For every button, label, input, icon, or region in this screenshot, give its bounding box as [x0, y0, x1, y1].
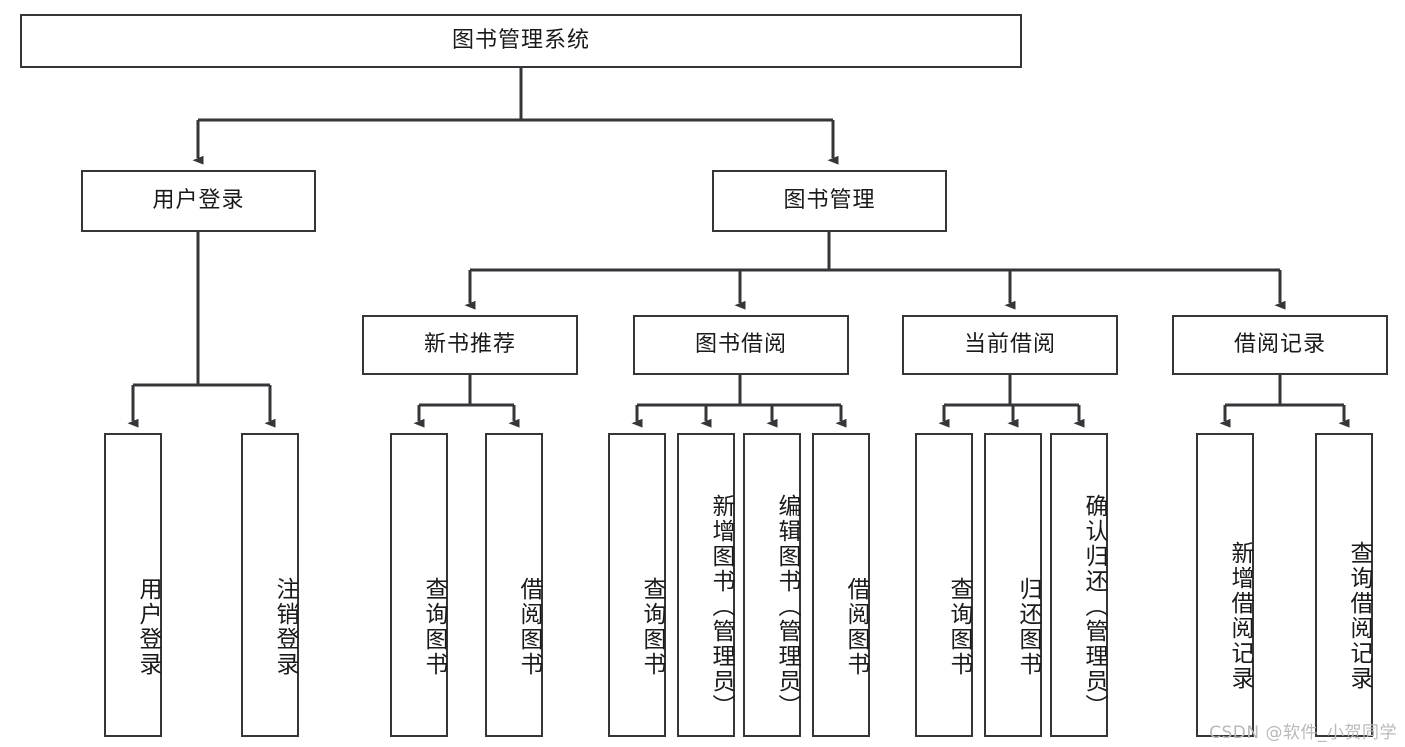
leaf-add-borrow-record[interactable]: 新增借阅记录 [1196, 433, 1254, 737]
leaf-query-book-current[interactable]: 查询图书 [915, 433, 973, 737]
node-book-borrow[interactable]: 图书借阅 [633, 315, 849, 375]
node-borrow-record[interactable]: 借阅记录 [1172, 315, 1388, 375]
leaf-query-book-borrow[interactable]: 查询图书 [608, 433, 666, 737]
leaf-edit-book-admin[interactable]: 编辑图书（管理员） [743, 433, 801, 737]
node-user-login[interactable]: 用户登录 [81, 170, 316, 232]
watermark-text: CSDN @软件_小贺同学 [1209, 723, 1397, 743]
leaf-borrow-book-recommend[interactable]: 借阅图书 [485, 433, 543, 737]
leaf-logout[interactable]: 注销登录 [241, 433, 299, 737]
node-current-borrow[interactable]: 当前借阅 [902, 315, 1118, 375]
leaf-user-login[interactable]: 用户登录 [104, 433, 162, 737]
leaf-add-book-admin[interactable]: 新增图书（管理员） [677, 433, 735, 737]
leaf-query-borrow-record[interactable]: 查询借阅记录 [1315, 433, 1373, 737]
leaf-confirm-return-admin[interactable]: 确认归还（管理员） [1050, 433, 1108, 737]
node-book-management[interactable]: 图书管理 [712, 170, 947, 232]
node-new-book-recommend[interactable]: 新书推荐 [362, 315, 578, 375]
leaf-return-book[interactable]: 归还图书 [984, 433, 1042, 737]
leaf-borrow-book[interactable]: 借阅图书 [812, 433, 870, 737]
leaf-query-book-recommend[interactable]: 查询图书 [390, 433, 448, 737]
node-root[interactable]: 图书管理系统 [20, 14, 1022, 68]
